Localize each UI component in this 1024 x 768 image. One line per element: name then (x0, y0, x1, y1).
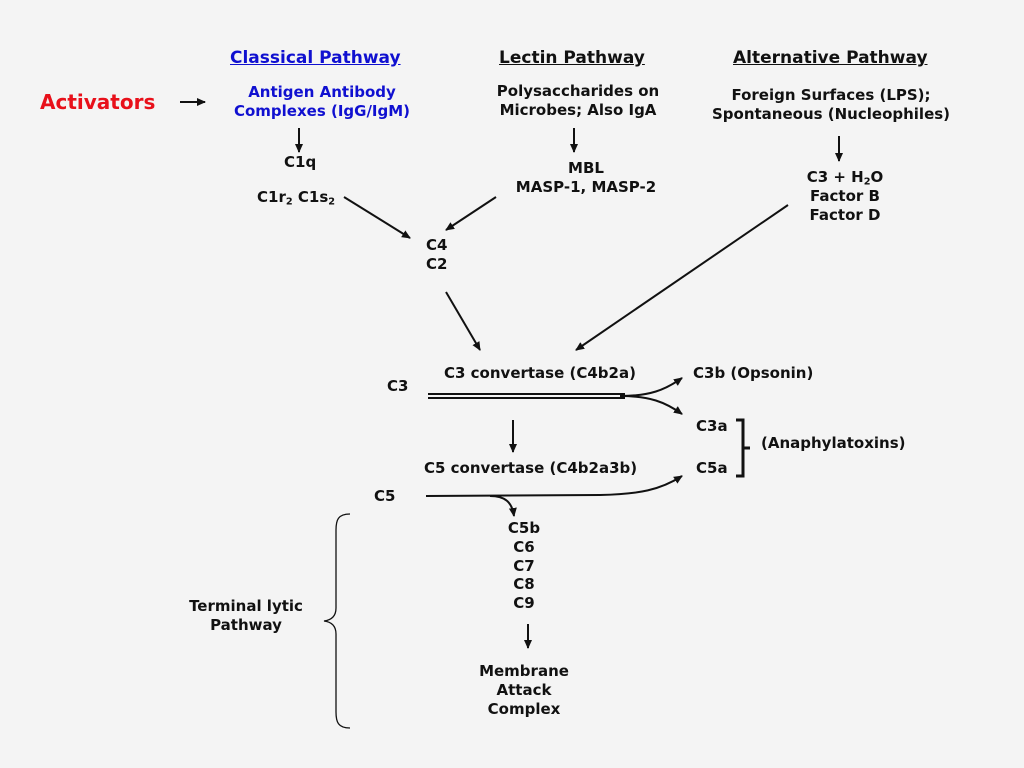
alternative-to-c3-convertase-arrow (575, 204, 789, 351)
c3b-opsonin-label: C3b (Opsonin) (693, 364, 814, 382)
terminal-pathway-brace (323, 513, 351, 729)
alternative-components: C3 + H2O Factor B Factor D (770, 168, 920, 224)
activators-label: Activators (40, 90, 156, 114)
c3a-label: C3a (696, 417, 728, 435)
terminal-lytic-pathway-label: Terminal lytic Pathway (189, 597, 303, 634)
factor-d-label: Factor D (809, 205, 881, 224)
c3-convertase-label: C3 convertase (C4b2a) (444, 364, 636, 382)
alternative-activators: Foreign Surfaces (LPS); Spontaneous (Nuc… (711, 86, 951, 123)
c4-c2-label: C4 C2 (426, 236, 448, 273)
c3-h2o-label: C3 + H2O (806, 168, 884, 188)
c5-to-c5b-arrow (489, 495, 517, 517)
c5-convertase-label: C5 convertase (C4b2a3b) (424, 459, 638, 477)
c4c2-to-c3-convertase-arrow (445, 291, 481, 351)
classical-activators: Antigen Antibody Complexes (IgG/IgM) (233, 83, 411, 120)
anaphylatoxin-bracket (736, 418, 750, 478)
factor-b-label: Factor B (810, 186, 880, 205)
terminal-components: C5b C6 C7 C8 C9 (507, 519, 541, 612)
lectin-components: MBL MASP-1, MASP-2 (515, 159, 657, 196)
c1-to-c4c2-arrow (343, 196, 411, 239)
lectin-pathway-heading: Lectin Pathway (499, 48, 645, 68)
alternative-pathway-heading: Alternative Pathway (733, 48, 928, 68)
c5-label: C5 (374, 487, 396, 505)
c5a-label: C5a (696, 459, 728, 477)
membrane-attack-complex-label: Membrane Attack Complex (479, 662, 569, 718)
c5-to-c5a-arrow (425, 475, 683, 497)
lectin-activators: Polysaccharides on Microbes; Also IgA (496, 82, 660, 119)
c1r-c1s-label: C1r2 C1s2 (257, 188, 336, 208)
mbl-to-c4c2-arrow (445, 196, 497, 231)
c1q-label: C1q (284, 153, 317, 171)
c3a-branch-arrow (619, 395, 683, 415)
classical-pathway-heading: Classical Pathway (230, 48, 401, 68)
c3-label: C3 (387, 377, 409, 395)
anaphylatoxins-label: (Anaphylatoxins) (761, 434, 906, 452)
